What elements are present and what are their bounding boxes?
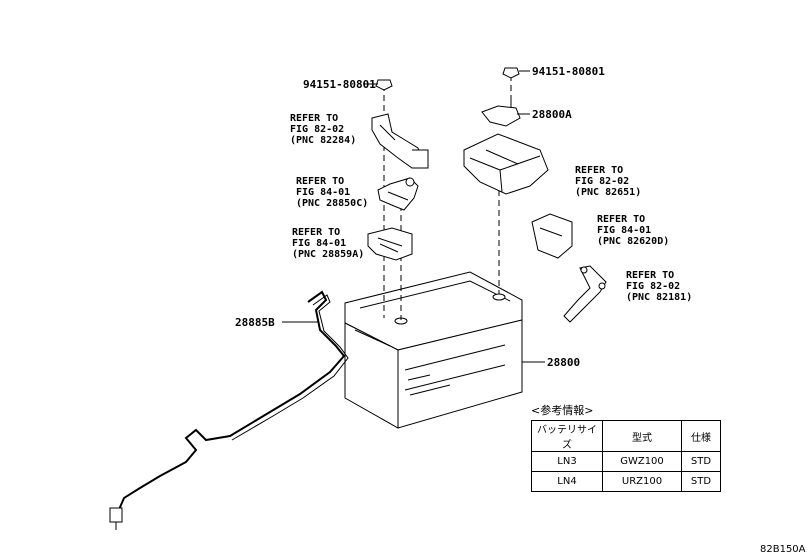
- table-header-row: バッテリサイズ 型式 仕様: [531, 420, 721, 452]
- refer-line: FIG 82-02: [626, 281, 680, 292]
- fuse-block-82651: [463, 133, 549, 195]
- refer-line: FIG 84-01: [292, 238, 346, 249]
- refer-block-2: REFER TO FIG 84-01 (PNC 28850C): [296, 176, 368, 209]
- illustration-code: 82B150A: [760, 544, 806, 555]
- terminal-28859a: [367, 227, 413, 261]
- table-row: LN3 GWZ100 STD: [531, 451, 721, 472]
- refer-line: (PNC 82284): [290, 135, 356, 146]
- table-row: LN4 URZ100 STD: [531, 471, 721, 492]
- leader-lines: [282, 70, 545, 363]
- refer-line: REFER TO: [290, 113, 338, 124]
- part-number-battery: 28800: [547, 356, 580, 369]
- cable-28885b: [109, 290, 349, 530]
- terminal-cable-82284: [371, 113, 429, 169]
- refer-line: REFER TO: [597, 214, 645, 225]
- refer-line: (PNC 28850C): [296, 198, 368, 209]
- table-cell: LN4: [531, 471, 603, 492]
- table-header-cell: 仕様: [681, 420, 721, 452]
- refer-line: (PNC 82651): [575, 187, 641, 198]
- refer-line: FIG 84-01: [296, 187, 350, 198]
- refer-line: REFER TO: [626, 270, 674, 281]
- reference-info-title: <参考情報>: [531, 404, 594, 417]
- refer-line: FIG 82-02: [290, 124, 344, 135]
- part-number-cable: 28885B: [235, 316, 275, 329]
- refer-block-3: REFER TO FIG 84-01 (PNC 28859A): [292, 227, 364, 260]
- cover-82620d: [531, 213, 573, 259]
- cable-82181: [563, 265, 607, 323]
- table-cell: URZ100: [602, 471, 682, 492]
- refer-line: REFER TO: [575, 165, 623, 176]
- table-cell: LN3: [531, 451, 603, 472]
- refer-line: (PNC 28859A): [292, 249, 364, 260]
- table-header-cell: バッテリサイズ: [531, 420, 603, 452]
- part-number-nut-left: 94151-80801: [303, 78, 376, 91]
- refer-line: REFER TO: [292, 227, 340, 238]
- nut-right-icon: [502, 67, 520, 79]
- refer-line: REFER TO: [296, 176, 344, 187]
- refer-line: FIG 84-01: [597, 225, 651, 236]
- part-number-nut-right: 94151-80801: [532, 65, 605, 78]
- table-header-cell: 型式: [602, 420, 682, 452]
- refer-block-6: REFER TO FIG 82-02 (PNC 82181): [626, 270, 692, 303]
- table-cell: STD: [681, 451, 721, 472]
- nut-left-icon: [375, 79, 393, 91]
- refer-line: (PNC 82181): [626, 292, 692, 303]
- reference-info-table: バッテリサイズ 型式 仕様 LN3 GWZ100 STD LN4 URZ100 …: [531, 420, 721, 492]
- part-number-clamp: 28800A: [532, 108, 572, 121]
- table-cell: STD: [681, 471, 721, 492]
- refer-block-5: REFER TO FIG 84-01 (PNC 82620D): [597, 214, 669, 247]
- table-cell: GWZ100: [602, 451, 682, 472]
- refer-block-1: REFER TO FIG 82-02 (PNC 82284): [290, 113, 356, 146]
- refer-line: (PNC 82620D): [597, 236, 669, 247]
- clamp-28850c: [377, 177, 419, 211]
- refer-block-4: REFER TO FIG 82-02 (PNC 82651): [575, 165, 641, 198]
- clamp-28800a: [481, 100, 521, 127]
- refer-line: FIG 82-02: [575, 176, 629, 187]
- battery-illustration: [344, 271, 523, 429]
